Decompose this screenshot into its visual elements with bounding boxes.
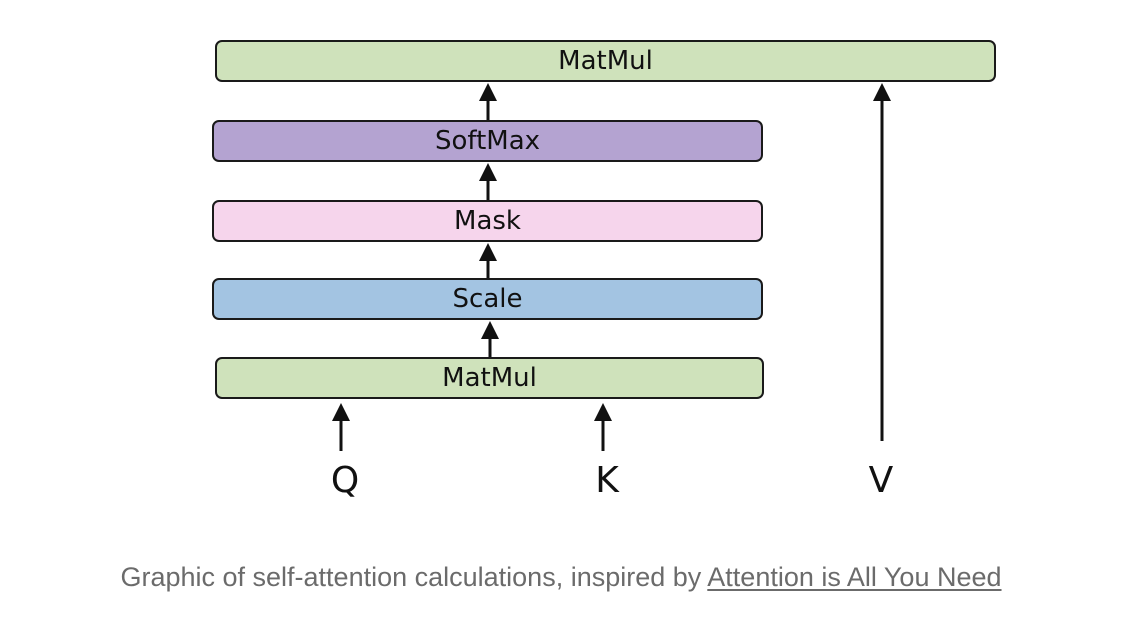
input-label-v: V	[868, 460, 894, 501]
figure-caption: Graphic of self-attention calculations, …	[0, 562, 1122, 593]
caption-link[interactable]: Attention is All You Need	[707, 562, 1002, 592]
input-label-q: Q	[330, 460, 360, 501]
scale-block: Scale	[212, 278, 763, 320]
mask-block: Mask	[212, 200, 763, 242]
matmul-bottom-block: MatMul	[215, 357, 764, 399]
matmul-top-block: MatMul	[215, 40, 996, 82]
caption-text: Graphic of self-attention calculations, …	[120, 562, 708, 592]
input-label-k: K	[595, 460, 619, 501]
softmax-block: SoftMax	[212, 120, 763, 162]
